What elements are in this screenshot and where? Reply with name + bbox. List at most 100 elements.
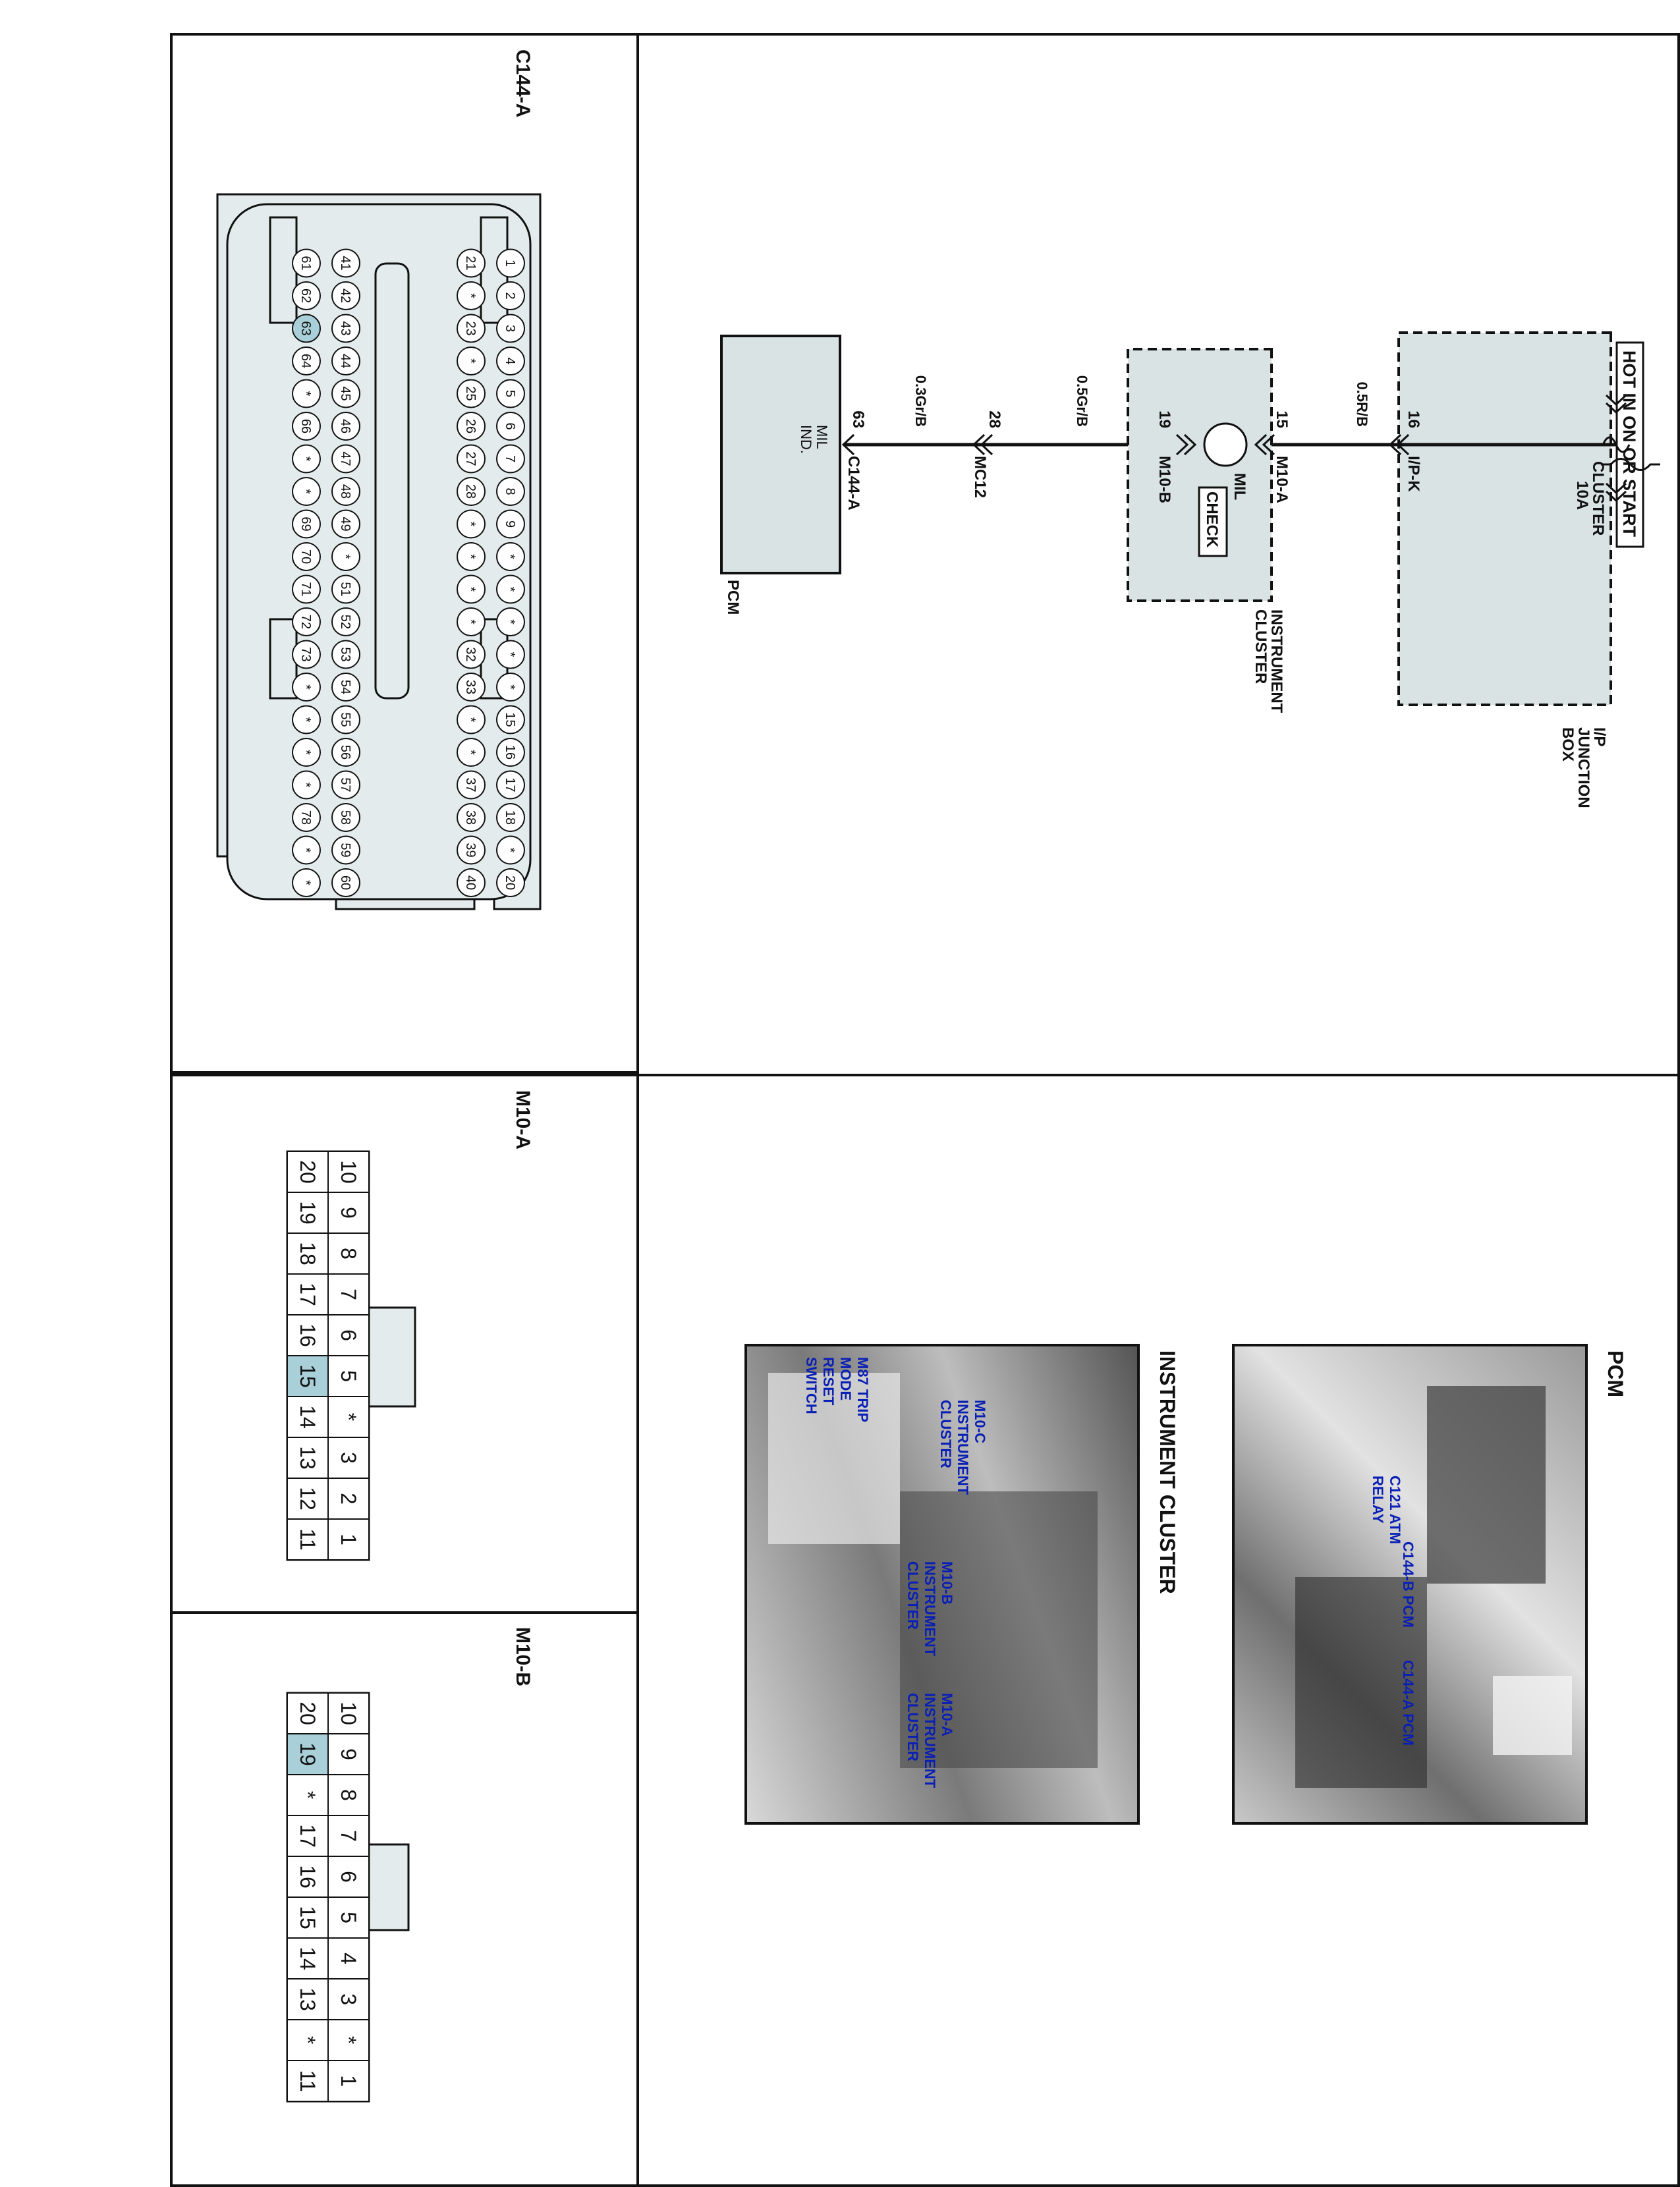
wire2-label: 0.5Gr/B [1074,375,1090,427]
c144-pin-label: * [298,783,313,788]
cluster-label-m10c-2: INSTRUMENT [955,1400,971,1495]
c144-pin-label: 2 [503,292,517,299]
c144-pin-label: 25 [463,386,478,401]
c144-pin-3-8 [292,607,321,636]
c144-pin-label: 44 [338,354,352,368]
c144-pin-label: 52 [338,615,352,629]
c144-pin-label: 59 [338,843,352,857]
c144-pin-2-19 [331,248,360,278]
m10b-cell-label: 5 [337,1912,360,1924]
pcm-label-atm-relay-2: RELAY [1370,1476,1386,1524]
wire3-label: 0.3Gr/B [912,375,929,427]
c144-pin-1-2 [457,803,486,832]
c144-pin-0-8 [496,607,525,636]
c144-pin-2-11 [331,509,360,539]
c144-pin-label: 73 [298,647,313,661]
m10a-cell-label: 9 [337,1207,360,1219]
c144-pin-2-13 [331,444,360,474]
m10a-cell-label: 2 [337,1493,360,1505]
c144-pin-0-16 [496,346,525,375]
c144-pin-label: * [298,880,313,885]
c144-pin-label: 71 [298,582,313,596]
c144-connector: 20*18171615*****98765432140393837**3332*… [216,193,542,910]
c144-pin-2-9 [331,574,360,604]
pcm-ind-1: MIL [814,425,830,449]
c144-pin-2-18 [331,281,360,310]
m10b-cell-label: 8 [337,1789,360,1801]
c144-pin-label: 15 [503,712,517,727]
c144-pin-0-6 [496,673,525,702]
cluster-label-m10c-1: M10-C [972,1400,988,1444]
c144-pin-3-14 [292,412,321,441]
m10b-cell-label: 6 [337,1871,360,1883]
fuse-top-chevron [1605,394,1627,414]
junction-box-label-1: I/P [1590,727,1608,746]
c144-pin-label: 66 [298,419,313,433]
c144-pin-1-3 [457,770,486,800]
m10b-cell-label: 11 [296,2070,320,2091]
c144-pin-2-4 [331,738,360,767]
m10b-cell-label: 13 [296,1987,320,2011]
pcm-ind-2: IND. [798,425,814,454]
cluster-label-m10b-1: M10-B [939,1561,955,1605]
m10a-cell-label: 6 [337,1329,360,1341]
m10a-cell-label: 5 [337,1370,360,1382]
cluster-label-m10b-3: CLUSTER [905,1561,921,1630]
fuse-icon [1602,436,1631,453]
c144-pin-1-18 [457,281,486,310]
c144-pin-label: * [503,848,517,853]
mc12-conn: MC12 [971,456,989,498]
c144-pin-label: 20 [503,875,517,890]
m10a-cell-label: 10 [337,1160,360,1184]
m10a-cell-label: 11 [296,1528,320,1550]
c144-pin-label: 33 [463,680,478,694]
c144-pin-label: * [503,554,517,559]
c144-pin-label: 47 [338,451,352,466]
c144-pin-1-8 [457,607,486,636]
c144-pin-1-0 [457,868,486,897]
cluster-label-m87-3: RESET [820,1357,837,1406]
c144-pin-3-4 [292,738,321,767]
c144-pin-3-6 [292,673,321,702]
c144-pin-label: 16 [503,745,517,760]
c144-pin-label: 53 [338,647,352,661]
c144-pin-label: * [298,848,313,853]
c144-pin-label: * [463,522,478,527]
c144-pin-0-10 [496,542,525,571]
c144-pin-label: 38 [463,810,478,825]
c144-pin-label: * [463,587,478,592]
c144-pin-label: * [503,619,517,624]
c144-pin-label: * [503,587,517,592]
m10a-cell-label: 14 [296,1405,320,1429]
c144-pin-1-11 [457,509,486,539]
c144-pin-label: * [463,619,478,624]
c144-pin-3-16 [292,346,321,375]
mc12-pin: 28 [986,410,1003,428]
c144-pin-label: 60 [338,875,352,890]
ipk-conn: I/P-K [1405,456,1422,492]
m10b-cell-label: 10 [337,1702,360,1725]
c144-pin-3-3 [292,770,321,800]
m10b-cell-label: 9 [337,1748,360,1760]
c144-pin-label: * [503,652,517,657]
c144-pin-label: 54 [338,680,352,694]
m10b-cell-label: * [296,1791,320,1799]
c144-pin-3-17 [292,314,321,343]
c144-pin-2-3 [331,770,360,800]
c144-pin-2-5 [331,705,360,734]
c144-pin-2-12 [331,477,360,506]
c144-pin-label: * [463,717,478,723]
c144-pin-label: * [298,717,313,723]
c144-pin-0-2 [496,803,525,832]
c144-pin-1-14 [457,412,486,441]
c144-pin-label: 43 [338,321,352,335]
c144-pin-label: 27 [463,451,478,466]
c144-pin-label: 63 [298,321,313,335]
c144-pin-label: 41 [338,256,352,270]
c144-pin-1-7 [457,640,486,669]
m10b-cell-label: 17 [296,1824,320,1848]
c144-pin-2-17 [331,314,360,343]
junction-box-label-3: BOX [1559,727,1577,761]
